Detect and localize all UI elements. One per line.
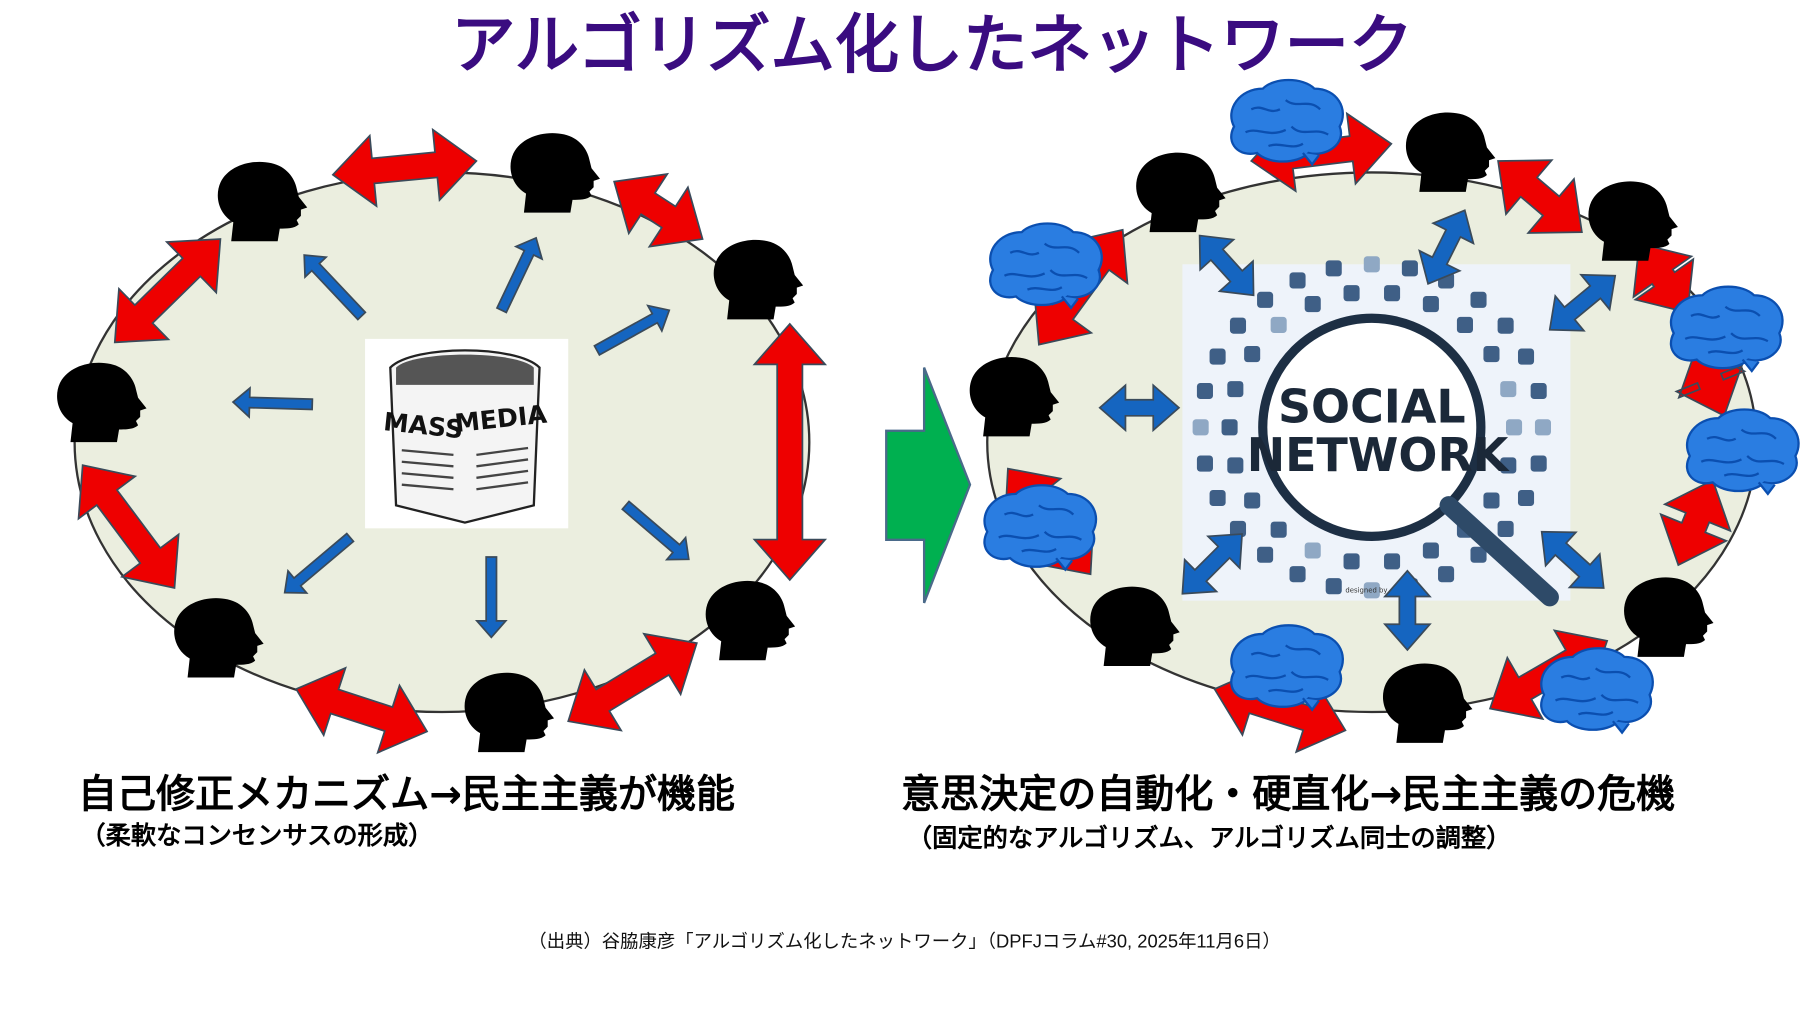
red-double-arrow	[1497, 159, 1583, 234]
page-title: アルゴリズム化したネットワーク	[451, 8, 1413, 83]
social-icon	[1257, 291, 1274, 308]
social-icon	[1384, 553, 1401, 570]
red-double-arrow	[77, 464, 180, 590]
brain-icon	[1230, 78, 1344, 166]
social-icon	[1500, 381, 1517, 398]
social-icon	[1470, 546, 1487, 563]
social-icon	[1438, 566, 1455, 583]
transition-arrow	[885, 367, 972, 604]
social-icon	[1270, 521, 1287, 538]
brain-icon	[1685, 408, 1800, 496]
social-icon	[1401, 260, 1418, 277]
blue-double-arrow	[1383, 569, 1432, 652]
blue-arrow	[231, 386, 314, 419]
social-icon	[1497, 317, 1514, 334]
person-head-icon	[705, 580, 796, 661]
brain-icon	[1669, 285, 1784, 373]
social-icon	[1517, 489, 1535, 507]
social-icon	[1244, 492, 1261, 509]
social-icon	[1500, 457, 1517, 474]
brain-icon	[1230, 624, 1344, 711]
social-icon	[1363, 582, 1380, 599]
social-icon	[1325, 578, 1342, 595]
social-icon	[1304, 296, 1321, 313]
social-icon	[1209, 348, 1226, 365]
social-icon	[1221, 419, 1238, 436]
social-icon	[1483, 346, 1500, 363]
social-icon	[1483, 492, 1500, 509]
social-icon	[1343, 285, 1360, 302]
red-double-arrow	[1659, 478, 1732, 567]
blue-double-arrow	[1540, 530, 1605, 589]
social-icon	[1506, 419, 1523, 436]
blue-double-arrow	[1198, 234, 1255, 297]
right-caption: 意思決定の自動化・硬直化→民主主義の危機	[901, 772, 1675, 817]
blue-double-arrow	[1548, 273, 1617, 332]
social-icon	[1363, 256, 1380, 273]
red-double-arrow	[113, 238, 222, 344]
social-icon	[1209, 489, 1226, 507]
social-icon	[1196, 382, 1213, 400]
social-icon	[1196, 455, 1213, 472]
red-double-arrow	[294, 666, 429, 755]
social-icon	[1422, 542, 1439, 559]
red-double-arrow	[331, 127, 478, 208]
blue-arrow	[474, 556, 508, 639]
social-icon	[1289, 566, 1306, 583]
right-network: SOCIAL NETWORK designed by	[969, 78, 1800, 754]
social-network-image: SOCIAL NETWORK designed by	[1182, 256, 1571, 607]
social-icon	[1530, 382, 1547, 400]
social-icon	[1244, 346, 1261, 363]
social-icon	[1270, 316, 1287, 333]
social-icon	[1530, 455, 1547, 472]
brain-icon	[989, 222, 1103, 310]
citation: （出典）谷脇康彦「アルゴリズム化したネットワーク」（DPFJコラム#30, 20…	[528, 930, 1280, 951]
blue-arrow	[495, 236, 544, 314]
social-icon	[1192, 419, 1209, 436]
left-network: MASS MEDIA	[57, 127, 828, 755]
person-head-icon	[1624, 577, 1714, 657]
blue-double-arrow	[1098, 383, 1181, 433]
social-icon	[1257, 546, 1274, 563]
social-icon	[1227, 457, 1244, 474]
right-subcaption: （固定的なアルゴリズム、アルゴリズム同士の調整）	[907, 823, 1511, 852]
social-icon	[1470, 291, 1487, 308]
social-icon	[1422, 296, 1439, 313]
social-icon	[1227, 381, 1244, 398]
blue-arrow	[283, 532, 355, 594]
blue-double-arrow	[1181, 533, 1244, 595]
blue-double-arrow	[1418, 209, 1475, 285]
red-double-arrow	[752, 322, 828, 582]
blue-arrow	[593, 304, 671, 357]
left-caption: 自己修正メカニズム→民主主義が機能	[78, 772, 735, 817]
social-icon	[1304, 542, 1321, 559]
left-subcaption: （柔軟なコンセンサスの形成）	[80, 821, 433, 850]
red-double-arrow	[613, 172, 704, 248]
mass-media-image: MASS MEDIA	[365, 338, 569, 529]
social-icon	[1229, 520, 1247, 537]
social-icon	[1534, 419, 1552, 436]
blue-arrow	[621, 500, 690, 561]
social-label: SOCIAL	[1278, 380, 1466, 434]
blue-arrow	[303, 254, 367, 321]
social-icon	[1497, 520, 1514, 537]
network-label: NETWORK	[1247, 428, 1510, 482]
social-icon	[1289, 272, 1306, 289]
social-icon	[1384, 285, 1401, 302]
social-icon	[1456, 316, 1473, 333]
brain-icon	[983, 484, 1098, 571]
social-icon	[1517, 348, 1535, 365]
red-double-arrow	[567, 632, 698, 732]
social-icon	[1229, 317, 1247, 334]
social-icon	[1325, 260, 1342, 277]
brain-icon	[1540, 647, 1654, 734]
image-credit: designed by	[1345, 587, 1387, 595]
social-icon	[1343, 553, 1360, 570]
